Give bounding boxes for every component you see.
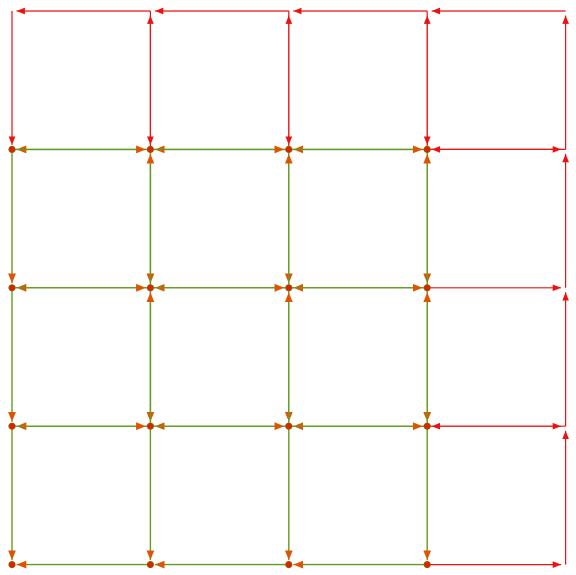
- node-3-1: [146, 422, 154, 430]
- nodes-layer: [8, 145, 431, 569]
- node-2-0: [8, 284, 16, 292]
- node-1-0: [8, 145, 16, 153]
- node-2-1: [146, 284, 154, 292]
- node-4-1: [146, 560, 154, 569]
- node-1-3: [423, 145, 431, 153]
- node-1-1: [146, 145, 154, 153]
- node-1-2: [285, 145, 293, 153]
- node-3-3: [423, 422, 431, 430]
- node-3-2: [285, 422, 293, 430]
- node-2-2: [285, 284, 293, 292]
- node-4-3: [423, 560, 431, 569]
- node-4-2: [285, 560, 293, 569]
- node-4-0: [8, 560, 16, 569]
- node-2-3: [423, 284, 431, 292]
- edges-layer: [8, 7, 569, 569]
- node-3-0: [8, 422, 16, 430]
